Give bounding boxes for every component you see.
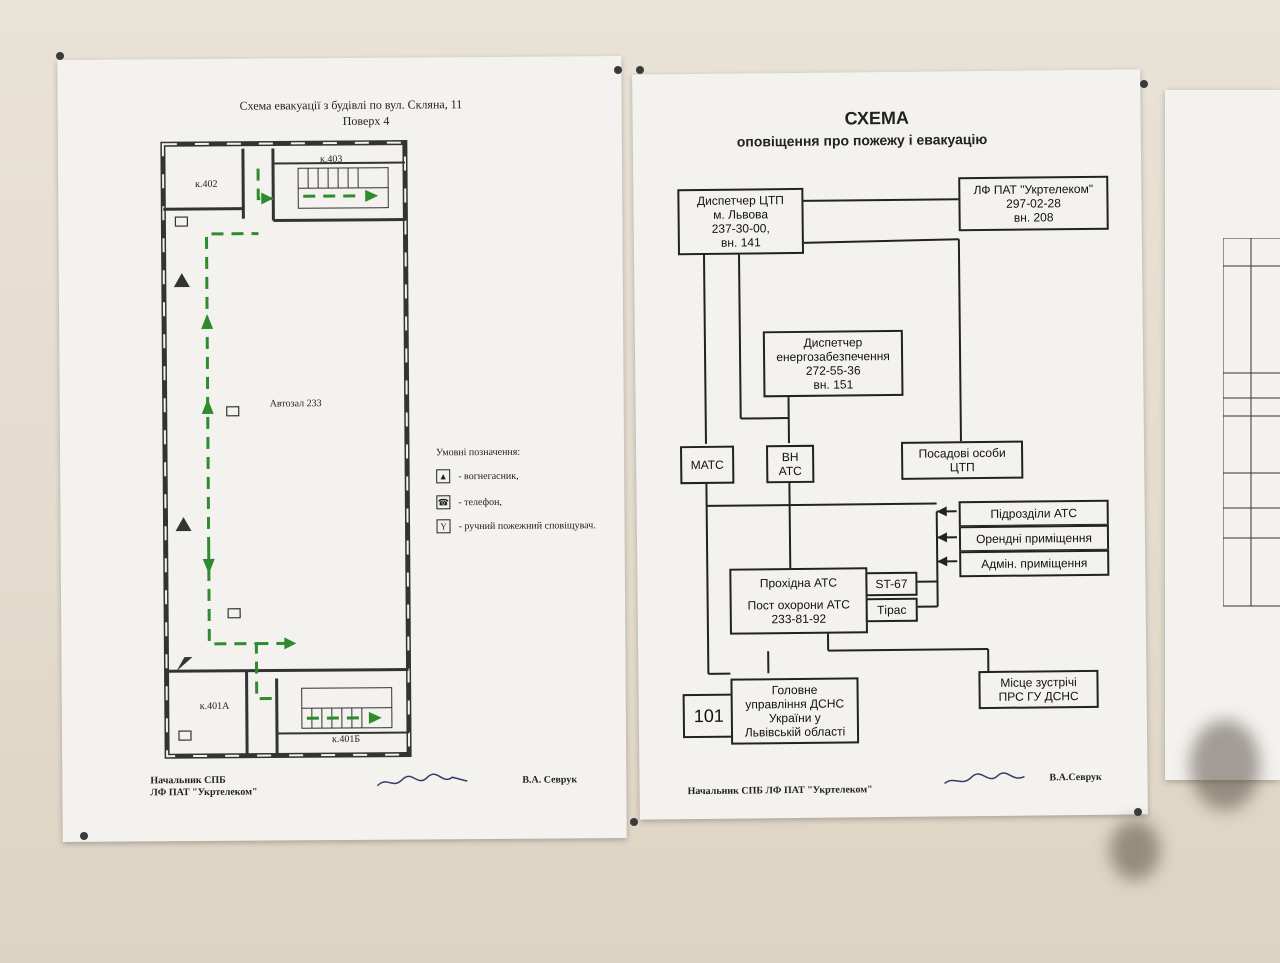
legend-phone: ☎ - телефон, [436, 495, 502, 510]
plan-floor: Поверх 4 [342, 113, 390, 128]
plan-footer-org: ЛФ ПАТ "Укртелеком" [150, 786, 258, 799]
evacuation-plan-sheet: Схема евакуації з будівлі по вул. Скляна… [57, 56, 627, 842]
wall-pin [1134, 808, 1142, 816]
scheme-footer-position: Начальник СПБ ЛФ ПАТ "Укртелеком" [687, 784, 873, 798]
room-401b-label: к.401Б [331, 733, 361, 746]
partial-table-grid [1223, 238, 1280, 607]
wall-pin [56, 52, 64, 60]
room-402-label: к.402 [195, 178, 218, 191]
wall-pin [1140, 80, 1148, 88]
plan-footer-name: В.А. Севрук [522, 774, 578, 786]
signature-middle [944, 772, 1025, 785]
signature-left [376, 773, 468, 787]
box-admin-prymishchennia: Адмін. приміщення [959, 549, 1110, 578]
legend-extinguisher: ▲ - вогнегасник, [436, 469, 519, 484]
wall-pin [80, 832, 88, 840]
box-mats: МАТС [680, 445, 735, 485]
partial-table-sheet [1165, 90, 1280, 780]
scheme-footer-name: В.А.Севрук [1049, 771, 1102, 784]
extinguisher-icon: ▲ [436, 469, 451, 484]
wall-pin [636, 66, 644, 74]
room-401a-label: к.401А [199, 700, 230, 712]
legend-alarm: Y - ручний пожежний сповіщувач. [436, 518, 596, 534]
notification-scheme-sheet: СХЕМА оповіщення про пожежу і евакуацію [632, 69, 1148, 820]
room-403-label: к.403 [319, 153, 343, 166]
box-orendni-prymishchennia: Орендні приміщення [958, 524, 1110, 553]
plan-footer-position: Начальник СПБ [150, 774, 226, 787]
fire-alarm-icon: Y [436, 519, 451, 534]
wall-stain [1190, 720, 1260, 810]
box-pidrozdily-ats: Підрозділи АТС [958, 499, 1109, 528]
box-ukrtelecom: ЛФ ПАТ "Укртелеком"297-02-28 вн. 208 [958, 175, 1109, 232]
scheme-connectors [702, 198, 990, 675]
phone-icon: ☎ [436, 495, 451, 510]
floor-plan-drawing [160, 140, 412, 759]
box-tiras: Тірас [865, 597, 918, 623]
hall-233-label: Автозал 233 [269, 398, 322, 410]
legend-title: Умовні позначення: [435, 446, 521, 459]
plan-title: Схема евакуації з будівлі по вул. Скляна… [239, 97, 463, 113]
wall-pin [614, 66, 622, 74]
wall-stain [1110, 820, 1160, 880]
wall-pin [630, 818, 638, 826]
box-st67: ST-67 [865, 571, 918, 597]
box-101: 101 [682, 693, 736, 739]
